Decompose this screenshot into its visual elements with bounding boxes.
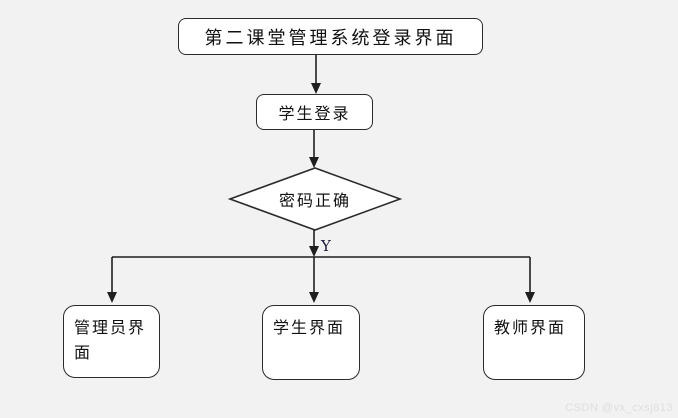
arrowhead-branch-to-admin [107,292,117,303]
arrowhead-branch-to-student [309,292,319,303]
arrowhead-decision-to-branch [309,246,319,257]
csdn-watermark: CSDN @vx_cxsj813 [565,402,673,414]
node-admin-interface-label: 管理员界面 [74,318,147,362]
arrowhead-branch-to-teacher [525,292,535,303]
node-login-screen-title: 第二课堂管理系统登录界面 [178,18,483,55]
node-teacher-interface: 教师界面 [483,305,585,380]
node-password-decision-label: 密码正确 [278,191,351,210]
arrowhead-title-to-login [311,83,321,94]
branch-yes-label: Y [321,237,331,255]
node-teacher-interface-label: 教师界面 [494,318,567,337]
arrowhead-login-to-decision [309,157,319,168]
node-login-screen-title-label: 第二课堂管理系统登录界面 [204,27,457,49]
node-password-decision: 密码正确 [230,168,400,230]
node-admin-interface: 管理员界面 [63,305,160,378]
node-student-login-label: 学生登录 [278,104,351,123]
node-student-interface-label: 学生界面 [273,318,346,337]
node-student-login: 学生登录 [256,94,373,130]
node-student-interface: 学生界面 [262,305,360,380]
decision-diamond-shape [227,167,403,231]
